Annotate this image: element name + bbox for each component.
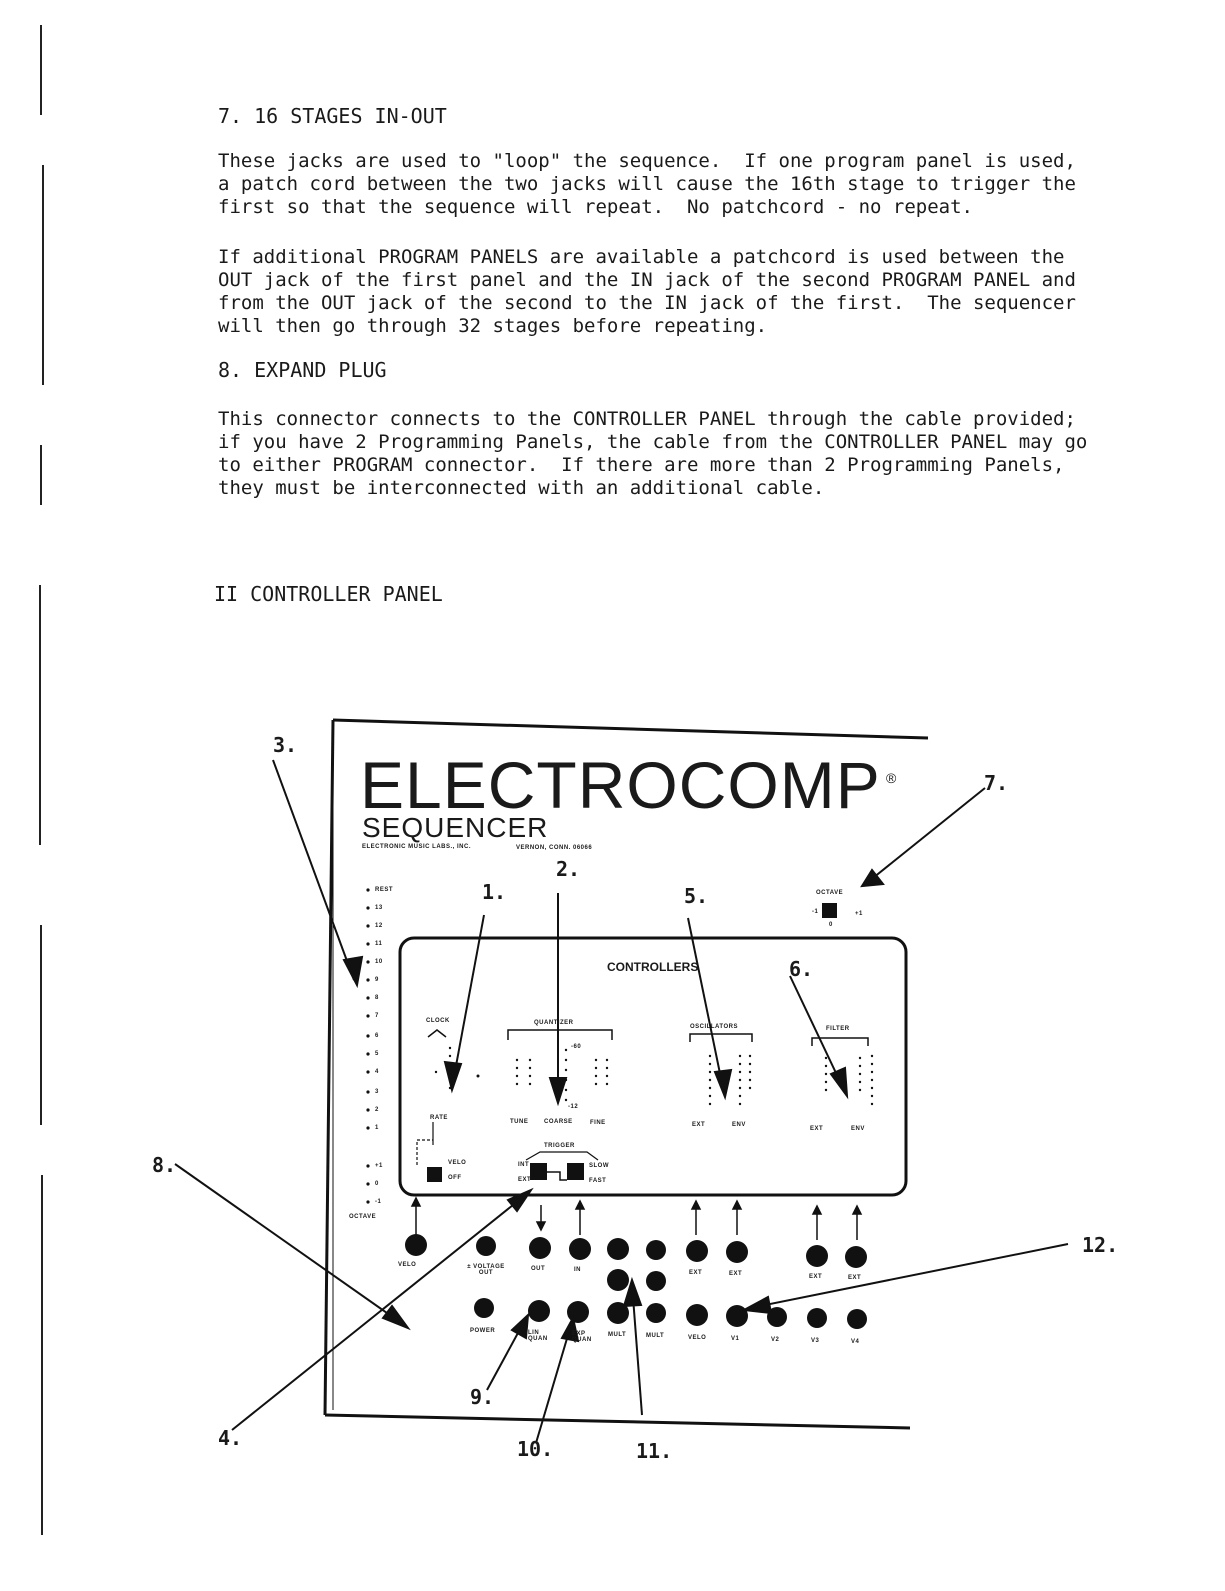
filter-env-label: ENV <box>851 1126 865 1132</box>
octave-plus-label: +1 <box>855 911 863 917</box>
stage-label: 7 <box>375 1013 379 1019</box>
filter-label: FILTER <box>826 1026 850 1032</box>
callout-10: 10. <box>517 1437 554 1461</box>
stage-label: REST <box>375 887 394 893</box>
callout-1: 1. <box>482 880 507 904</box>
quantizer-minus60-label: -60 <box>571 1044 582 1050</box>
ext-label: EXT <box>518 1177 532 1183</box>
jack-label: V3 <box>811 1338 820 1344</box>
left-octave-label: 0 <box>375 1181 379 1187</box>
filter-ext-label: EXT <box>810 1126 824 1132</box>
controllers-label: CONTROLLERS <box>607 960 699 974</box>
stage-label: 1 <box>375 1125 379 1131</box>
section-7-paragraph-2: If additional PROGRAM PANELS are availab… <box>218 246 1076 337</box>
osc-ext-label: EXT <box>692 1122 706 1128</box>
jack-label: EXT <box>729 1271 743 1277</box>
octave-zero-label: 0 <box>829 922 833 928</box>
stage-label: 8 <box>375 995 379 1001</box>
jack-label: EXT <box>848 1275 862 1281</box>
left-octave-label: -1 <box>375 1199 382 1205</box>
stage-label: 13 <box>375 905 383 911</box>
stage-led-dots <box>366 888 370 1204</box>
stage-label: 5 <box>375 1051 379 1057</box>
callout-9: 9. <box>470 1385 495 1409</box>
oscillators-label: OSCILLATORS <box>690 1024 738 1030</box>
jack-label: VELO <box>688 1335 707 1341</box>
jack-label: LIN QUAN <box>528 1330 548 1342</box>
part-heading: II CONTROLLER PANEL <box>214 582 443 606</box>
jack-label: EXT <box>809 1274 823 1280</box>
octave-label: OCTAVE <box>816 890 844 896</box>
brand-name: ELECTROCOMP <box>360 748 881 822</box>
callout-6: 6. <box>789 957 814 981</box>
stage-label: 2 <box>375 1107 379 1113</box>
left-octave-title: OCTAVE <box>349 1214 377 1220</box>
stage-label: 9 <box>375 977 379 983</box>
octave-minus-label: -1 <box>812 909 819 915</box>
stage-label: 12 <box>375 923 383 929</box>
stage-label: 6 <box>375 1033 379 1039</box>
callout-5: 5. <box>684 884 709 908</box>
callout-arrows <box>174 759 1069 1444</box>
off-label: OFF <box>448 1175 462 1181</box>
jack-label: POWER <box>470 1328 496 1334</box>
slow-label: SLOW <box>589 1163 609 1169</box>
jack-label: V2 <box>771 1337 780 1343</box>
tune-label: TUNE <box>510 1119 529 1125</box>
stage-label: 11 <box>375 941 383 947</box>
int-label: INT <box>518 1162 530 1168</box>
callout-8: 8. <box>152 1153 177 1177</box>
jack-label: MULT <box>608 1332 627 1338</box>
callout-4: 4. <box>218 1426 243 1450</box>
registered-mark: ® <box>886 770 897 786</box>
callout-7: 7. <box>984 771 1009 795</box>
section-7-paragraph-1: These jacks are used to "loop" the seque… <box>218 150 1076 218</box>
maker-location: VERNON, CONN. 06066 <box>516 845 593 851</box>
fast-label: FAST <box>589 1178 607 1184</box>
jack-label: V1 <box>731 1336 740 1342</box>
jack-label: V4 <box>851 1339 860 1345</box>
osc-env-label: ENV <box>732 1122 746 1128</box>
velo-switch-label: VELO <box>448 1160 467 1166</box>
stage-label: 3 <box>375 1089 379 1095</box>
jack-label: OUT <box>531 1266 546 1272</box>
callout-11: 11. <box>636 1439 673 1463</box>
stage-label: 4 <box>375 1069 379 1075</box>
jack-label: ± VOLTAGE OUT <box>467 1264 505 1276</box>
quantizer-minus12-label: -12 <box>568 1104 579 1110</box>
left-octave-label: +1 <box>375 1163 383 1169</box>
clock-label: CLOCK <box>426 1018 450 1024</box>
product-name: SEQUENCER <box>362 812 549 843</box>
callout-12: 12. <box>1082 1233 1119 1257</box>
quantizer-label: QUANTIZER <box>534 1020 574 1026</box>
jack-label: EXP QUAN <box>572 1331 592 1343</box>
scan-edge <box>30 25 48 1545</box>
callout-2: 2. <box>556 857 581 881</box>
jacks-row-2 <box>474 1298 867 1329</box>
stage-label: 10 <box>375 959 383 965</box>
jack-label: VELO <box>398 1262 417 1268</box>
coarse-label: COARSE <box>544 1119 573 1125</box>
jack-label: IN <box>574 1267 581 1273</box>
section-8-heading: 8. EXPAND PLUG <box>218 358 387 382</box>
fine-label: FINE <box>590 1120 606 1126</box>
section-7-heading: 7. 16 STAGES IN-OUT <box>218 104 447 128</box>
rate-label: RATE <box>430 1115 448 1121</box>
jacks-row-1 <box>405 1234 867 1268</box>
maker-name: ELECTRONIC MUSIC LABS., INC. <box>362 844 472 850</box>
jack-label: MULT <box>646 1333 665 1339</box>
trigger-label: TRIGGER <box>544 1143 575 1149</box>
section-8-paragraph-1: This connector connects to the CONTROLLE… <box>218 408 1088 499</box>
jack-label: EXT <box>689 1270 703 1276</box>
callout-3: 3. <box>273 733 298 757</box>
